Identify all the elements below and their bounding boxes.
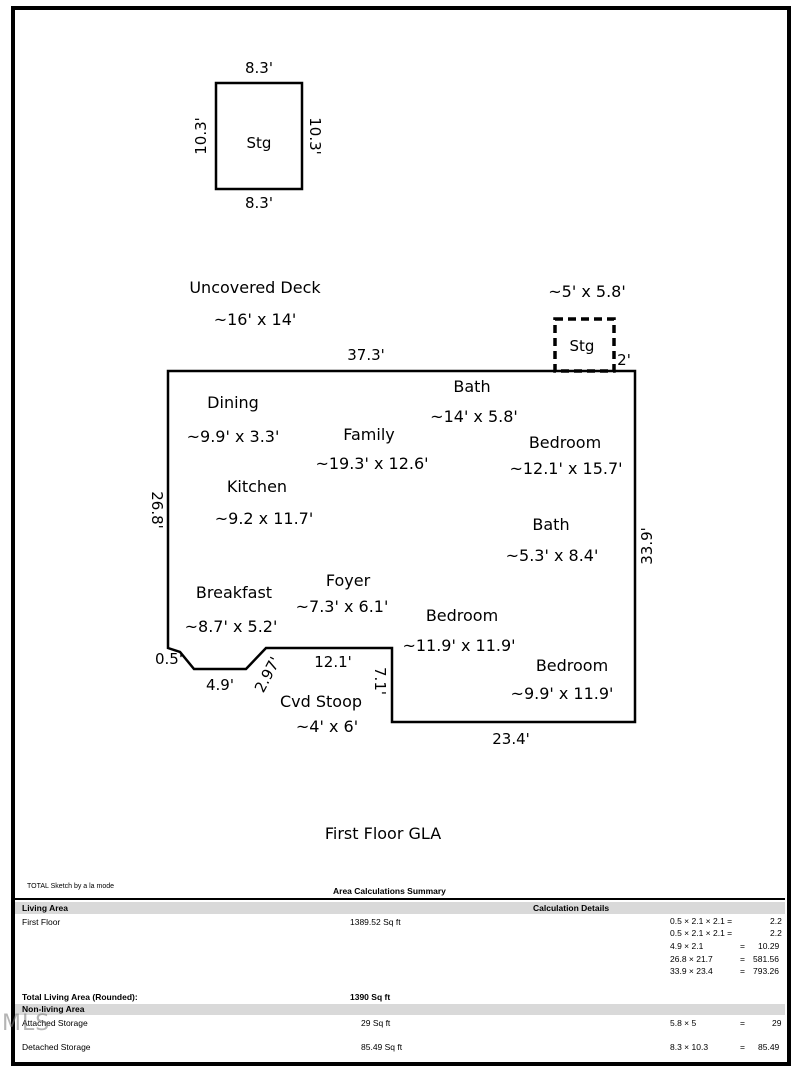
room-covered-stoop: Cvd Stoop ~4' x 6' (280, 692, 362, 736)
room-size: ~5.3' x 8.4' (506, 546, 599, 565)
calc-value: 2.2 (770, 916, 782, 926)
deck-size: ~16' x 14' (214, 310, 297, 329)
total-living-value: 1390 Sq ft (350, 992, 391, 1002)
room-size: ~12.1' x 15.7' (509, 459, 622, 478)
floor-label: First Floor GLA (325, 824, 441, 843)
detached-storage-dim-right: 10.3' (306, 117, 324, 155)
calc-equals: = (740, 966, 745, 976)
attached-storage-size: ~5' x 5.8' (548, 282, 625, 301)
room-size: ~11.9' x 11.9' (402, 636, 515, 655)
room-bath-2: Bath ~5.3' x 8.4' (506, 515, 599, 565)
attached-storage-label: Stg (570, 337, 595, 355)
detached-storage-dim-bottom: 8.3' (245, 194, 273, 212)
calc-value: 581.56 (753, 954, 779, 964)
mls-watermark: MLS (2, 1011, 51, 1036)
room-family: Family ~19.3' x 12.6' (315, 425, 428, 473)
summary-title: Area Calculations Summary (333, 886, 446, 896)
detached-storage-label: Stg (247, 134, 272, 152)
room-bedroom-2: Bedroom ~11.9' x 11.9' (402, 606, 515, 655)
detached-storage-dim-top: 8.3' (245, 59, 273, 77)
room-name: Bedroom (536, 656, 608, 675)
detached-storage-row-label: Detached Storage (22, 1042, 91, 1052)
total-living-label: Total Living Area (Rounded): (22, 992, 138, 1002)
calc-expr: 0.5 × 2.1 × 2.1 = (670, 916, 733, 926)
attached-storage-outline (553, 317, 616, 373)
dim-notch-small: 0.5' (155, 650, 183, 668)
calc-details-header: Calculation Details (533, 903, 610, 913)
calc-value: 793.26 (753, 966, 779, 976)
detached-storage-row-expr: 8.3 × 10.3 (670, 1042, 709, 1052)
attached-storage-row-label: Attached Storage (22, 1018, 88, 1028)
dim-top: 37.3' (347, 346, 385, 364)
room-size: ~19.3' x 12.6' (315, 454, 428, 473)
calc-equals: = (740, 941, 745, 951)
room-dining: Dining ~9.9' x 3.3' (187, 393, 280, 446)
room-name: Dining (207, 393, 259, 412)
attached-storage-row-eq: = (740, 1018, 745, 1028)
room-bedroom-3: Bedroom ~9.9' x 11.9' (511, 656, 614, 703)
dim-bottom: 23.4' (492, 730, 530, 748)
nonliving-header-band (15, 1004, 785, 1015)
calc-value: 10.29 (758, 941, 780, 951)
room-size: ~4' x 6' (296, 717, 358, 736)
room-bedroom-1: Bedroom ~12.1' x 15.7' (509, 433, 622, 478)
room-name: Bath (453, 377, 490, 396)
deck-label: Uncovered Deck (189, 278, 321, 297)
calc-expr: 33.9 × 23.4 (670, 966, 713, 976)
detached-storage-dim-left: 10.3' (192, 117, 210, 155)
room-bath-1: Bath ~14' x 5.8' (430, 377, 518, 426)
room-name: Bedroom (529, 433, 601, 452)
attached-storage-row-val: 29 (772, 1018, 782, 1028)
floor-plan-sketch: Stg 8.3' 8.3' 10.3' 10.3' Uncovered Deck… (148, 59, 656, 843)
calc-expr: 4.9 × 2.1 (670, 941, 704, 951)
room-name: Bath (532, 515, 569, 534)
sketch-credit: TOTAL Sketch by a la mode (27, 883, 115, 890)
dim-notch-bottom: 4.9' (206, 676, 234, 694)
living-area-header-band (15, 902, 785, 914)
dim-stoop-side: 7.1' (371, 667, 389, 695)
attached-storage-dim: 2' (617, 351, 631, 369)
house-outline (166, 369, 637, 724)
room-name: Breakfast (196, 583, 272, 602)
room-size: ~9.9' x 3.3' (187, 427, 280, 446)
room-size: ~9.9' x 11.9' (511, 684, 614, 703)
calc-equals: = (740, 954, 745, 964)
room-foyer: Foyer ~7.3' x 6.1' (296, 571, 389, 616)
summary-rule (15, 898, 785, 900)
living-area-header: Living Area (22, 903, 68, 913)
dim-left: 26.8' (148, 491, 166, 529)
attached-storage-row-area: 29 Sq ft (361, 1018, 391, 1028)
room-kitchen: Kitchen ~9.2 x 11.7' (215, 477, 314, 528)
dim-stoop-top: 12.1' (314, 653, 352, 671)
calc-value: 2.2 (770, 928, 782, 938)
first-floor-label: First Floor (22, 917, 61, 927)
detached-storage-row-area: 85.49 Sq ft (361, 1042, 403, 1052)
detached-storage-row-eq: = (740, 1042, 745, 1052)
detached-storage-row-val: 85.49 (758, 1042, 780, 1052)
first-floor-area: 1389.52 Sq ft (350, 917, 401, 927)
room-size: ~8.7' x 5.2' (185, 617, 278, 636)
dim-right: 33.9' (638, 527, 656, 565)
page-frame (11, 6, 791, 1066)
room-size: ~14' x 5.8' (430, 407, 518, 426)
room-name: Kitchen (227, 477, 287, 496)
room-size: ~9.2 x 11.7' (215, 509, 314, 528)
detached-storage-outline (214, 81, 304, 191)
calc-expr: 26.8 × 21.7 (670, 954, 713, 964)
room-name: Foyer (326, 571, 371, 590)
room-size: ~7.3' x 6.1' (296, 597, 389, 616)
room-breakfast: Breakfast ~8.7' x 5.2' (185, 583, 278, 636)
attached-storage-row-expr: 5.8 × 5 (670, 1018, 697, 1028)
room-name: Family (343, 425, 394, 444)
room-name: Cvd Stoop (280, 692, 362, 711)
room-name: Bedroom (426, 606, 498, 625)
nonliving-header: Non-living Area (22, 1004, 85, 1014)
calc-expr: 0.5 × 2.1 × 2.1 = (670, 928, 733, 938)
